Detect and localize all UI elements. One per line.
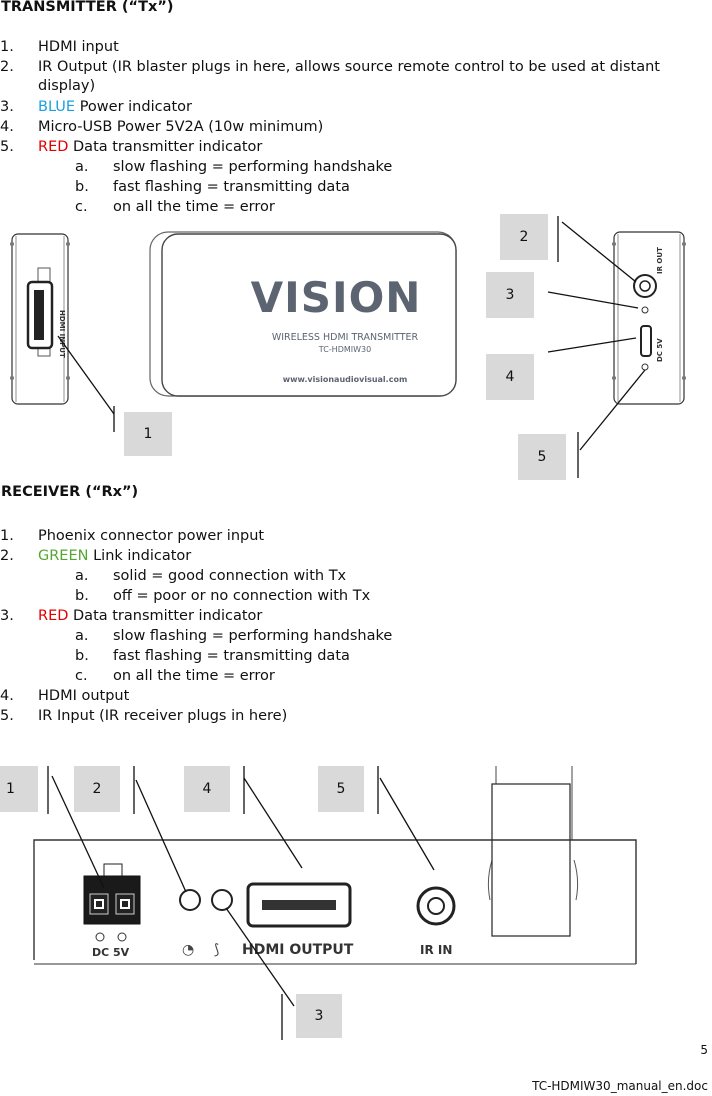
callout-4: 4 bbox=[486, 354, 534, 400]
transmitter-diagram: HDMI INPUT VISION WIRELESS HDMI TRANSMIT… bbox=[10, 216, 686, 478]
page-number: 5 bbox=[700, 1043, 708, 1057]
hdmi-output-label: HDMI OUTPUT bbox=[242, 942, 354, 958]
receiver-panel bbox=[33, 839, 637, 964]
callout-3: 3 bbox=[486, 272, 534, 318]
transmitter-heading: TRANSMITTER (“Tx”) bbox=[1, 0, 174, 15]
dc5v-label: DC 5V bbox=[92, 946, 130, 959]
blue-led-icon bbox=[641, 306, 649, 314]
red-highlight: RED bbox=[38, 608, 69, 624]
blue-highlight: BLUE bbox=[38, 99, 76, 115]
transmitter-leader-lines bbox=[57, 216, 646, 478]
brand-logo: VISION bbox=[251, 273, 422, 322]
green-highlight: GREEN bbox=[38, 548, 89, 564]
model-label: TC-HDMIW30 bbox=[318, 345, 371, 354]
callout-2: 2 bbox=[74, 766, 120, 812]
footer-filename: TC-HDMIW30_manual_en.doc bbox=[532, 1079, 708, 1093]
product-label: WIRELESS HDMI TRANSMITTER bbox=[272, 332, 419, 343]
callout-2: 2 bbox=[500, 214, 548, 260]
callout-1: 1 bbox=[124, 412, 172, 456]
dc5v-label: DC 5V bbox=[656, 338, 664, 362]
transmitter-left-side-view: HDMI INPUT bbox=[10, 233, 70, 405]
red-highlight: RED bbox=[38, 139, 69, 155]
antenna-icon bbox=[487, 766, 579, 937]
ir-in-label: IR IN bbox=[420, 943, 452, 957]
receiver-leader-lines bbox=[47, 766, 435, 1040]
red-led-icon bbox=[211, 889, 233, 911]
micro-usb-port-icon bbox=[640, 325, 652, 357]
callout-5: 5 bbox=[318, 766, 364, 812]
link-icon: ⟆ bbox=[214, 942, 219, 958]
transmitter-right-side-view: IR OUT DC 5V bbox=[612, 231, 686, 405]
callout-1: 1 bbox=[0, 766, 38, 812]
green-led-icon bbox=[179, 889, 201, 911]
callout-3: 3 bbox=[296, 994, 342, 1038]
receiver-heading: RECEIVER (“Rx”) bbox=[1, 484, 139, 500]
ir-out-label: IR OUT bbox=[656, 247, 664, 274]
transmitter-top-view: VISION WIRELESS HDMI TRANSMITTER TC-HDMI… bbox=[149, 231, 457, 397]
phoenix-connector-icon bbox=[83, 863, 141, 942]
hdmi-input-label: HDMI INPUT bbox=[58, 310, 66, 358]
url-label: www.visionaudiovisual.com bbox=[283, 375, 408, 384]
receiver-diagram: DC 5V ◔ ⟆ HDMI OUTPUT IR IN bbox=[33, 766, 637, 1040]
callout-4: 4 bbox=[184, 766, 230, 812]
red-led-icon bbox=[641, 363, 649, 371]
wifi-icon: ◔ bbox=[182, 942, 194, 958]
callout-5: 5 bbox=[518, 434, 566, 480]
